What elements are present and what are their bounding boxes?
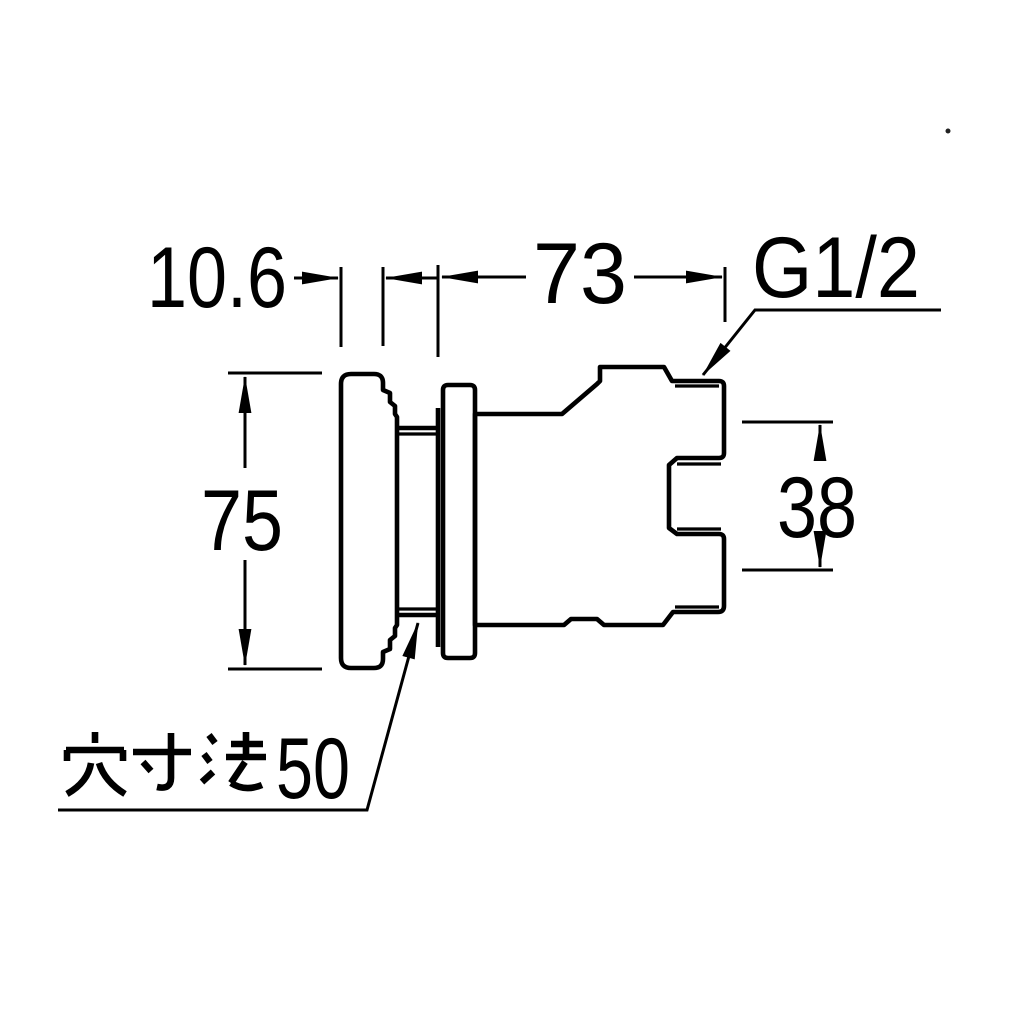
flange-thickness-label: 10.6: [147, 230, 287, 326]
hole-dimension-value: 50: [276, 721, 350, 817]
valve-body-outline: [472, 364, 727, 628]
mounting-neck: [397, 408, 441, 647]
leader-line-thread: [701, 308, 941, 376]
hole-dimension-kanji: [63, 732, 266, 797]
kanji-sun: [133, 733, 191, 791]
leader-line-hole: [58, 622, 420, 812]
flange-height-label: 75: [201, 473, 283, 569]
kanji-hou: [199, 732, 266, 792]
escutcheon-flange-outline: [338, 371, 400, 671]
thread-size-label: G1/2: [752, 220, 920, 316]
thread-relief-lines: [675, 384, 721, 609]
depth-label: 73: [533, 226, 627, 322]
port-spacing-label: 38: [777, 460, 857, 556]
extension-lines: [228, 265, 833, 671]
dimension-lines: [238, 270, 827, 666]
kanji-ana: [63, 732, 127, 797]
body-flange-outline: [440, 382, 478, 661]
stray-dot: [945, 128, 951, 134]
